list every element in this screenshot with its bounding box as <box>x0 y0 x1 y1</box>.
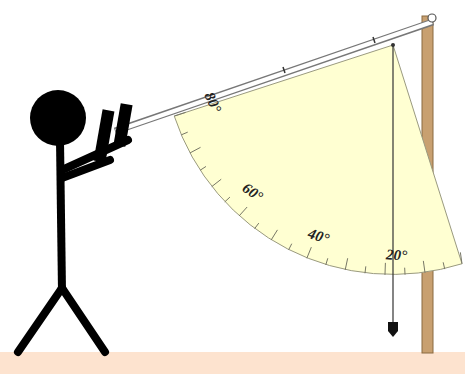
scale-ticks <box>174 112 462 274</box>
tube-marks <box>119 37 375 129</box>
pivot-ring <box>428 14 436 22</box>
plumb-line <box>392 45 393 322</box>
ground <box>0 352 465 374</box>
plumb-bob <box>388 322 398 337</box>
stick-figure <box>18 90 133 352</box>
plumb-pivot <box>391 43 395 47</box>
sighting-tube <box>116 22 432 131</box>
degree-label: 20° <box>385 247 407 263</box>
protractor-quadrant <box>174 45 462 274</box>
sighting-tube-outline <box>115 22 433 131</box>
